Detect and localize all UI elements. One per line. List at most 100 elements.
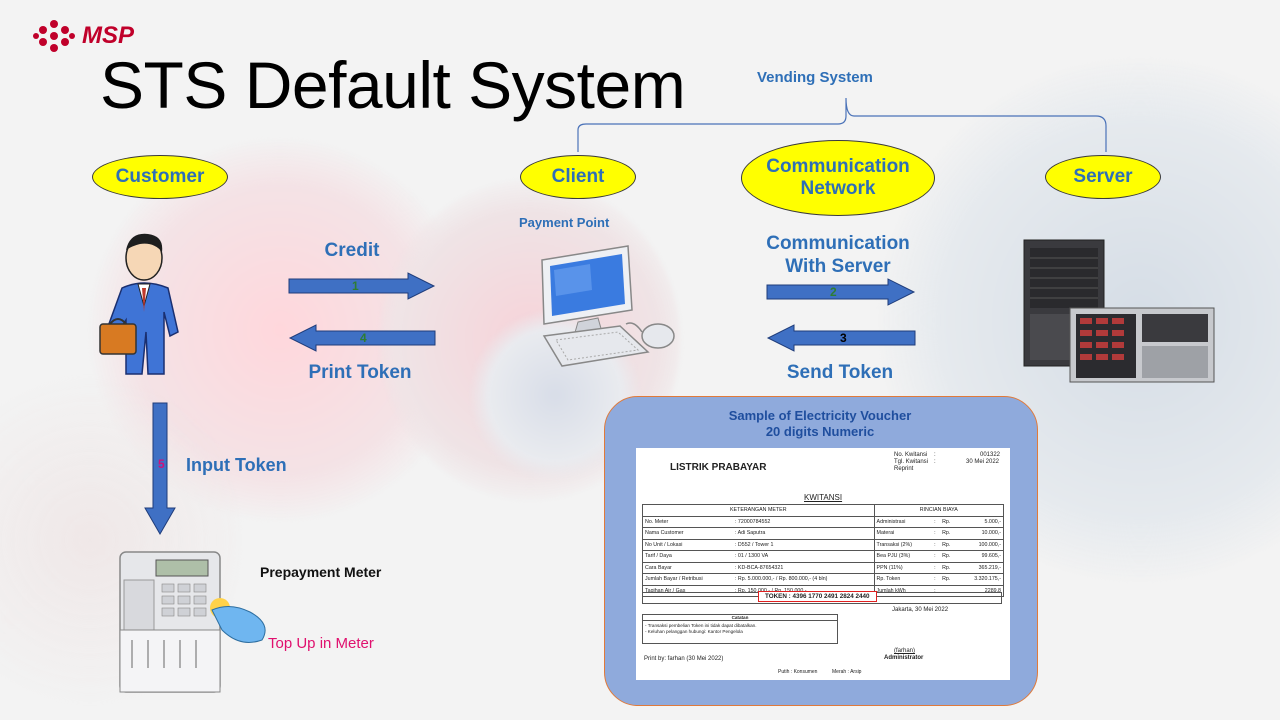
right-amount: 365.219,- bbox=[957, 561, 1004, 574]
catatan-title: Catatan bbox=[643, 615, 837, 621]
left-label: Tagihan Air / Gas bbox=[641, 584, 733, 597]
left-label: Jumlah Bayar / Retribusi bbox=[641, 573, 733, 586]
send-step-number: 3 bbox=[840, 331, 847, 345]
input-token-arrow bbox=[144, 402, 176, 536]
print-token-step-number: 4 bbox=[360, 331, 367, 345]
right-amount: 3.320.175,- bbox=[957, 573, 1004, 586]
right-label: PPN (11%) bbox=[873, 561, 933, 574]
catatan-box: Catatan - Transaksi pembelian Token ini … bbox=[642, 614, 838, 644]
receipt-signer-role: Administrator bbox=[884, 655, 924, 661]
voucher-receipt: LISTRIK PRABAYAR No. Kwitansi : 001322 T… bbox=[636, 448, 1010, 680]
msp-logo: MSP bbox=[32, 18, 134, 54]
receipt-copy-2: Merah : Arsip bbox=[832, 669, 862, 675]
comm-with-server-label: Communication With Server bbox=[766, 233, 910, 277]
credit-arrow bbox=[288, 272, 436, 300]
left-value: : KD-BCA-87654321 bbox=[732, 561, 875, 574]
logo-text: MSP bbox=[82, 22, 135, 49]
left-value: : 01 / 1300 VA bbox=[732, 550, 875, 563]
catatan-2: - Keluhan pelanggan hubungi: Kantor Peng… bbox=[645, 629, 743, 634]
right-header: RINCIAN BIAYA bbox=[873, 504, 1005, 517]
comm-with-server-arrow bbox=[766, 278, 916, 306]
left-header: KETERANGAN METER bbox=[642, 504, 875, 517]
right-colon: : bbox=[932, 515, 941, 528]
receipt-no-value: 001322 bbox=[980, 452, 1001, 458]
top-up-label: Top Up in Meter bbox=[268, 635, 374, 652]
customer-ellipse: Customer bbox=[92, 155, 228, 199]
receipt-copy-1: Putih : Konsumen bbox=[778, 669, 818, 675]
send-token-arrow bbox=[766, 324, 916, 352]
businessman-icon bbox=[99, 233, 179, 375]
voucher-heading: Sample of Electricity Voucher 20 digits … bbox=[604, 408, 1036, 441]
slide-title: STS Default System bbox=[100, 48, 686, 122]
receipt-print-by: Print by: farhan (30 Mei 2022) bbox=[644, 656, 724, 662]
receipt-row: Jumlah Bayar / Retribusi: Rp. 5.000.000,… bbox=[641, 573, 1004, 586]
right-label: Administrasi bbox=[873, 515, 933, 528]
left-label: Cara Bayar bbox=[641, 561, 733, 574]
send-token-label: Send Token bbox=[786, 362, 894, 383]
catatan-1: - Transaksi pembelian Token ini tidak da… bbox=[645, 623, 757, 628]
print-token-arrow bbox=[288, 324, 436, 352]
payment-point-label: Payment Point bbox=[519, 215, 610, 230]
token-value: TOKEN : 4396 1770 2491 2824 2440 bbox=[758, 591, 877, 602]
right-colon: : bbox=[932, 561, 941, 574]
right-currency bbox=[940, 584, 958, 597]
right-currency: Rp. bbox=[940, 538, 958, 551]
credit-step-number: 1 bbox=[352, 279, 359, 293]
right-label: Materai bbox=[873, 527, 933, 540]
right-colon: : bbox=[932, 550, 941, 563]
receipt-place-date: Jakarta, 30 Mei 2022 bbox=[892, 607, 949, 613]
receipt-no-label: No. Kwitansi bbox=[894, 452, 928, 458]
client-ellipse: Client bbox=[520, 155, 636, 199]
right-amount: 100.000,- bbox=[957, 538, 1004, 551]
right-amount: 99.605,- bbox=[957, 550, 1004, 563]
right-amount: 10.000,- bbox=[957, 527, 1004, 540]
right-colon: : bbox=[932, 538, 941, 551]
right-currency: Rp. bbox=[940, 515, 958, 528]
right-label: Jumlah kWh bbox=[873, 584, 933, 597]
server-ellipse: Server bbox=[1045, 155, 1161, 199]
receipt-signer: (farhan) bbox=[894, 648, 916, 654]
msp-flower-icon bbox=[33, 20, 75, 52]
right-currency: Rp. bbox=[940, 561, 958, 574]
right-colon: : bbox=[932, 573, 941, 586]
receipt-tgl-label: Tgl. Kwitansi bbox=[894, 459, 929, 465]
receipt-doc-title: KWITANSI bbox=[804, 493, 843, 502]
right-label: Bea PJU (3%) bbox=[873, 550, 933, 563]
right-label: Rp. Token bbox=[873, 573, 933, 586]
vending-system-label: Vending System bbox=[757, 69, 873, 86]
computer-icon bbox=[541, 245, 675, 367]
network-ellipse: Communication Network bbox=[741, 140, 935, 216]
prepayment-meter-label: Prepayment Meter bbox=[260, 564, 382, 580]
server-icon bbox=[1023, 239, 1215, 383]
left-value: : D552 / Tower 1 bbox=[732, 538, 875, 551]
input-token-label: Input Token bbox=[186, 455, 287, 475]
print-token-label: Print Token bbox=[308, 362, 412, 383]
right-colon: : bbox=[932, 527, 941, 540]
left-label: Nama Customer bbox=[641, 527, 733, 540]
network-ellipse-label: Communication Network bbox=[766, 156, 910, 199]
right-amount: 5.000,- bbox=[957, 515, 1004, 528]
left-value: : Rp. 5.000.000,- / Rp. 800.000,- (4 bln… bbox=[732, 573, 875, 586]
right-amount: 2289.8 bbox=[957, 584, 1004, 597]
credit-label: Credit bbox=[324, 240, 380, 261]
right-label: Transaksi (2%) bbox=[873, 538, 933, 551]
left-label: Tarif / Daya bbox=[641, 550, 733, 563]
voucher-heading-line1: Sample of Electricity Voucher bbox=[728, 408, 912, 423]
right-currency: Rp. bbox=[940, 573, 958, 586]
right-currency: Rp. bbox=[940, 527, 958, 540]
right-colon: : bbox=[932, 584, 941, 597]
receipt-company: LISTRIK PRABAYAR bbox=[670, 462, 767, 473]
right-currency: Rp. bbox=[940, 550, 958, 563]
left-label: No. Meter bbox=[641, 515, 733, 528]
left-label: No Unit / Lokasi bbox=[641, 538, 733, 551]
receipt-reprint: Reprint bbox=[894, 466, 914, 472]
left-value: : 72000784552 bbox=[732, 515, 875, 528]
comm-step-number: 2 bbox=[830, 285, 837, 299]
